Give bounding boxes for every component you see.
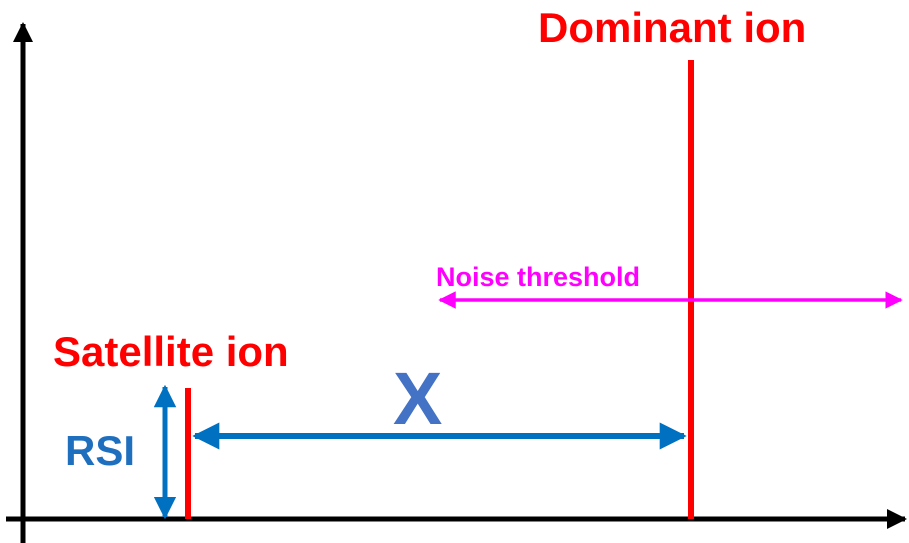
rsi-label: RSI [65,427,135,474]
dominant-ion-label: Dominant ion [538,4,806,51]
noise-threshold-label: Noise threshold [436,262,640,292]
x-label: X [393,357,442,440]
satellite-ion-label: Satellite ion [53,328,289,375]
